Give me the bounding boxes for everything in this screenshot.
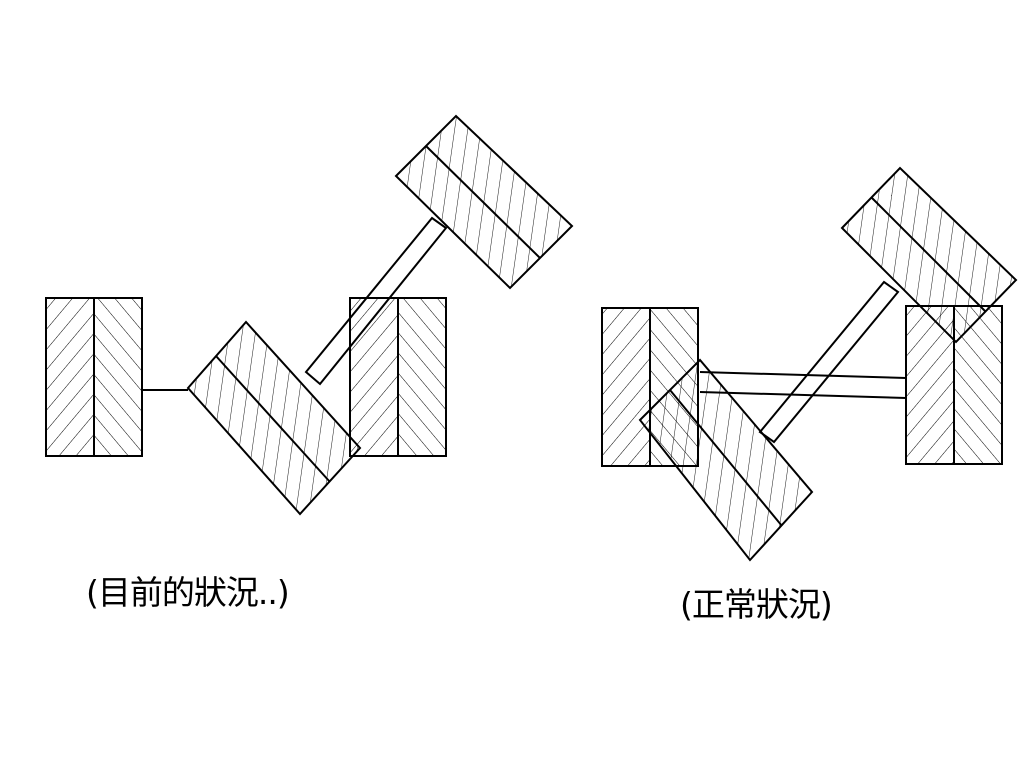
left-diagonal-bar <box>304 216 448 386</box>
left-tilted-block <box>186 320 362 516</box>
left-upright-block-1 <box>45 297 143 457</box>
right-diagram <box>601 166 1018 562</box>
right-top-block <box>840 166 1018 344</box>
left-diagram <box>45 114 574 516</box>
caption-current-situation: (目前的狀況..) <box>86 573 290 612</box>
left-upright-block-2 <box>349 297 447 457</box>
caption-normal-situation: (正常狀況) <box>680 585 833 624</box>
right-tilted-block <box>638 358 814 562</box>
right-link-top <box>699 371 907 379</box>
left-top-block <box>394 114 574 290</box>
right-link-bottom <box>699 391 907 399</box>
right-diagonal-bar <box>758 280 900 444</box>
